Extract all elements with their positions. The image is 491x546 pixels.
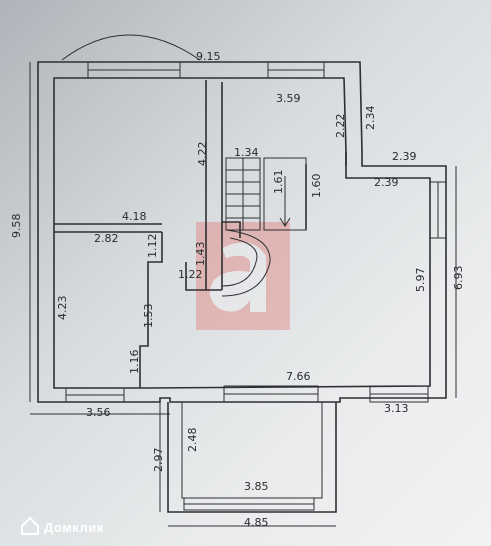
dim-422: 4.22 (196, 142, 209, 167)
dim-122: 1.22 (178, 268, 203, 281)
brand-watermark: Домклик (21, 516, 104, 535)
house-icon (21, 516, 39, 535)
dimension-lines (29, 62, 457, 527)
dim-423: 4.23 (56, 296, 69, 321)
dim-161: 1.61 (272, 170, 285, 195)
dim-766: 7.66 (286, 370, 311, 383)
dim-116: 1.16 (128, 350, 141, 375)
dim-297: 2.97 (152, 448, 165, 473)
dim-282: 2.82 (94, 232, 119, 245)
dim-134: 1.34 (234, 146, 259, 159)
dim-418: 4.18 (122, 210, 147, 223)
dim-915: 9.15 (196, 50, 221, 63)
dim-597: 5.97 (414, 268, 427, 293)
windows (65, 61, 447, 511)
watermark-logo (196, 222, 290, 330)
dim-485: 4.85 (244, 516, 269, 529)
dim-958: 9.58 (10, 214, 23, 239)
dimension-labels: 9.15 3.59 2.22 2.34 4.22 1.34 1.61 1.60 … (10, 50, 465, 529)
dim-239-bottom: 2.39 (374, 176, 399, 189)
dim-143: 1.43 (194, 242, 207, 267)
dim-234: 2.34 (364, 106, 377, 131)
dim-160: 1.60 (310, 174, 323, 199)
dim-693: 6.93 (452, 266, 465, 291)
staircase (221, 157, 307, 297)
dim-222: 2.22 (334, 114, 347, 139)
dim-359: 3.59 (276, 92, 301, 105)
dim-356: 3.56 (86, 406, 111, 419)
dim-239-top: 2.39 (392, 150, 417, 163)
terrace (167, 402, 337, 513)
dim-313: 3.13 (384, 402, 409, 415)
dim-153: 1.53 (142, 304, 155, 329)
bay-arc (61, 34, 201, 61)
dim-248: 2.48 (186, 428, 199, 453)
brand-text: Домклик (44, 520, 104, 535)
dim-112: 1.12 (146, 234, 159, 259)
dim-385: 3.85 (244, 480, 269, 493)
